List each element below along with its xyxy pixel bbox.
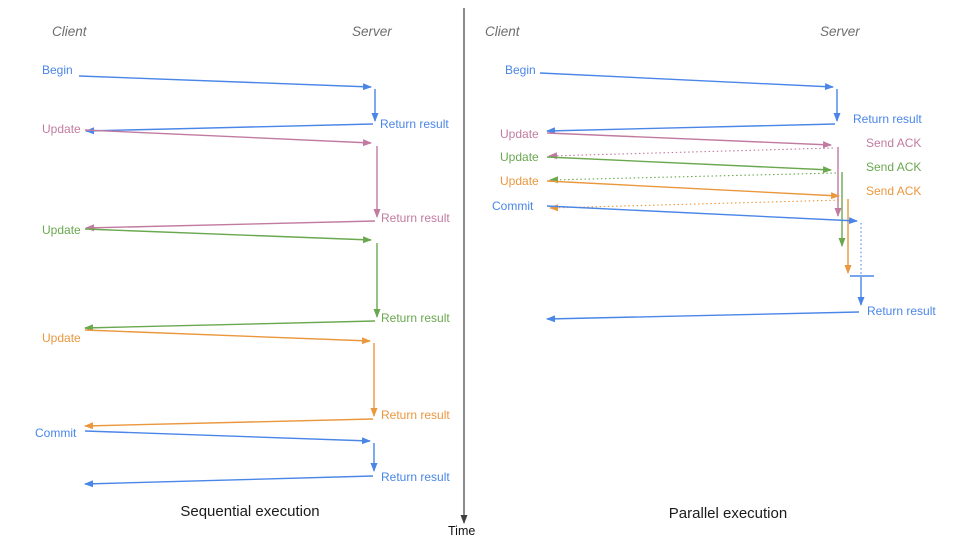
left-update2-label: Update [42, 223, 81, 237]
left-update1-label: Update [42, 122, 81, 136]
left-begin-request-arrow [78, 75, 372, 91]
right-begin-request-arrow [539, 72, 834, 91]
right-update2-label: Update [500, 150, 539, 164]
right-update1-label: Update [500, 127, 539, 141]
left-update2-request-arrow [84, 228, 372, 244]
left-update2-return-label: Return result [381, 311, 450, 325]
right-update1-ack-arrow [548, 147, 834, 160]
left-update3-return-arrow [84, 418, 374, 430]
right-update3-request-arrow [546, 180, 840, 200]
left-panel-caption: Sequential execution [180, 503, 320, 520]
right-client-header: Client [485, 24, 520, 39]
left-commit-label: Commit [35, 426, 77, 440]
left-update1-return-label: Return result [381, 211, 450, 225]
time-axis-label: Time [448, 524, 476, 538]
left-update3-label: Update [42, 331, 81, 345]
right-update3-ack-label: Send ACK [866, 184, 922, 198]
right-commit-return-arrow [546, 311, 860, 323]
right-update1-request-arrow [546, 132, 832, 149]
left-commit-return-arrow [84, 475, 374, 488]
right-panel-caption: Parallel execution [668, 505, 788, 522]
right-begin-return-arrow [546, 123, 836, 135]
right-server-header: Server [820, 24, 860, 39]
right-commit-label: Commit [492, 199, 534, 213]
left-update1-return-arrow [85, 220, 376, 232]
right-update2-ack-arrow [549, 172, 837, 184]
left-begin-label: Begin [42, 63, 73, 77]
right-update2-request-arrow [546, 156, 832, 174]
left-begin-return-arrow [85, 123, 374, 135]
right-commit-return-label: Return result [867, 304, 936, 318]
right-update3-ack-arrow [549, 199, 844, 212]
right-update1-ack-label: Send ACK [866, 136, 922, 150]
left-update3-return-label: Return result [381, 408, 450, 422]
right-panel-wires [539, 72, 874, 323]
right-commit-request-arrow [546, 205, 858, 225]
left-commit-request-arrow [84, 430, 371, 445]
left-panel-wires [78, 75, 381, 488]
left-update2-return-arrow [84, 320, 376, 332]
left-server-header: Server [352, 24, 392, 39]
left-begin-return-label: Return result [380, 117, 449, 131]
left-client-header: Client [52, 24, 87, 39]
left-update1-request-arrow [84, 129, 372, 147]
left-update3-request-arrow [84, 329, 371, 345]
left-commit-return-label: Return result [381, 470, 450, 484]
right-update2-ack-label: Send ACK [866, 160, 922, 174]
right-update3-label: Update [500, 174, 539, 188]
right-begin-return-label: Return result [853, 112, 922, 126]
right-begin-label: Begin [505, 63, 536, 77]
